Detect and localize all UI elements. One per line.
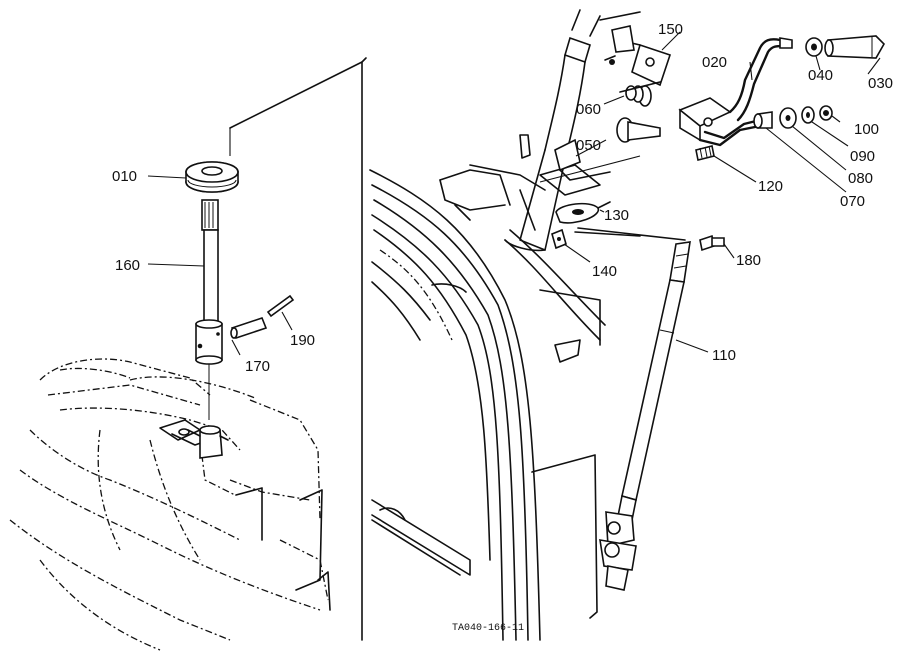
drawing-code: TA040-166-11: [452, 623, 524, 634]
bolt-180: [699, 234, 725, 252]
socket-lower: [178, 425, 229, 459]
label-050: 050: [576, 137, 601, 154]
label-060: 060: [576, 101, 601, 118]
knob-030: [824, 35, 885, 59]
collar-070: [753, 111, 773, 129]
plate-130: [555, 201, 686, 241]
lever-160: [195, 199, 223, 420]
label-010: 010: [112, 168, 137, 185]
knob-010: [185, 161, 239, 193]
label-100: 100: [854, 121, 879, 138]
label-030: 030: [868, 75, 893, 92]
nut-040: [805, 37, 823, 57]
machine-body: [9, 358, 331, 651]
shift-lever-020: [678, 37, 793, 147]
washer-080: [779, 107, 797, 129]
bracket-150: [604, 25, 672, 87]
lever-bolt: [616, 117, 661, 143]
label-080: 080: [848, 170, 873, 187]
label-150: 150: [658, 21, 683, 38]
rod-110: [599, 241, 691, 591]
pin-120: [695, 145, 715, 161]
label-090: 090: [850, 148, 875, 165]
label-180: 180: [736, 252, 761, 269]
cab-panel: [229, 57, 598, 641]
part-labels: 010 160 170 190 150 020 040 030 060 050 …: [112, 21, 893, 634]
door-frame: [369, 169, 606, 641]
spring-060: [619, 81, 661, 107]
label-160: 160: [115, 257, 140, 274]
label-070: 070: [840, 193, 865, 210]
label-110: 110: [712, 347, 736, 364]
bolt-140: [551, 228, 567, 250]
label-040: 040: [808, 67, 833, 84]
pin-190: [266, 294, 295, 318]
bracket-050: [554, 138, 611, 181]
label-140: 140: [592, 263, 617, 280]
label-170: 170: [245, 358, 270, 375]
pin-170: [230, 317, 268, 339]
nut-100: [819, 105, 833, 121]
label-120: 120: [758, 178, 783, 195]
washer-090: [801, 106, 815, 124]
steering-column: [439, 9, 641, 252]
label-020: 020: [702, 54, 727, 71]
label-190: 190: [290, 332, 315, 349]
leader-lines: [147, 31, 881, 356]
label-130: 130: [604, 207, 629, 224]
